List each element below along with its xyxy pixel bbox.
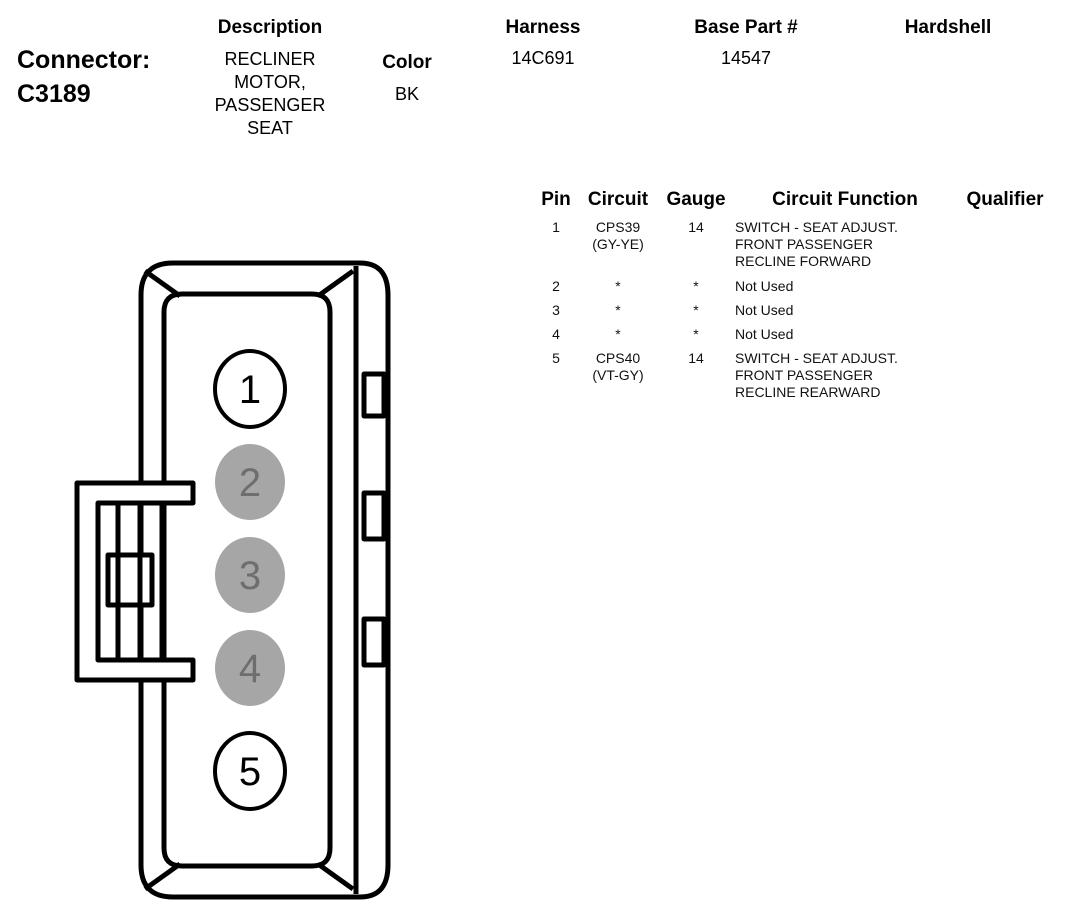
table-row-circuit: * (615, 302, 621, 318)
corner-chamfer (143, 861, 182, 892)
harness-label: Harness (505, 17, 581, 38)
circuit-color: (GY-YE) (592, 236, 644, 252)
table-row-gauge: * (693, 302, 699, 318)
harness-value: 14C691 (511, 48, 575, 68)
circuit-code: CPS40 (595, 350, 641, 366)
function-line: FRONT PASSENGER (735, 367, 873, 383)
pin-5-label: 5 (239, 750, 261, 794)
description-value: RECLINER MOTOR, PASSENGER SEAT (190, 48, 350, 140)
description-label: Description (217, 17, 323, 38)
pin-4-label: 4 (239, 647, 261, 691)
function-line: SWITCH - SEAT ADJUST. (735, 219, 898, 235)
col-header-circuit: Circuit (587, 189, 649, 210)
table-row-gauge: 14 (688, 219, 704, 235)
col-header-qualifier: Qualifier (966, 189, 1044, 210)
table-row-circuit: * (615, 278, 621, 294)
pin-1-label: 1 (239, 368, 261, 412)
connector-inner-face (161, 291, 333, 869)
pin-group: 1 2 3 4 5 (213, 349, 287, 811)
table-row-gauge: 14 (688, 350, 704, 366)
description-line: PASSENGER (214, 95, 326, 115)
base-part-label: Base Part # (694, 17, 798, 38)
table-row-gauge: * (693, 326, 699, 342)
side-tab (361, 371, 387, 419)
table-row-circuit: CPS39 (GY-YE) (580, 219, 656, 253)
description-line: RECLINER (224, 49, 316, 69)
pin-3-label: 3 (239, 554, 261, 598)
table-row-pin: 4 (552, 326, 560, 342)
corner-chamfer (316, 268, 355, 299)
pin-5-cavity (213, 731, 287, 811)
side-tab (361, 490, 387, 542)
function-line: RECLINE REARWARD (735, 384, 881, 400)
pin-1-cavity (213, 349, 287, 429)
connector-id: C3189 (17, 80, 91, 108)
corner-chamfer (316, 861, 355, 892)
connector-outer-shell (138, 260, 391, 900)
pin-2-label: 2 (239, 461, 261, 505)
function-line: SWITCH - SEAT ADJUST. (735, 350, 898, 366)
table-row-circuit: * (615, 326, 621, 342)
description-line: SEAT (247, 118, 293, 138)
table-row-gauge: * (693, 278, 699, 294)
col-header-gauge: Gauge (666, 189, 726, 210)
circuit-color: (VT-GY) (592, 367, 644, 383)
col-header-circuit-function: Circuit Function (772, 189, 918, 210)
table-row-pin: 1 (552, 219, 560, 235)
pin-3-cavity (215, 537, 285, 613)
hardshell-label: Hardshell (904, 17, 992, 38)
corner-chamfer (143, 268, 182, 299)
pin-2-cavity (215, 444, 285, 520)
latch-window (105, 552, 155, 608)
connector-label: Connector: (17, 46, 151, 74)
table-row-circuit: CPS40 (VT-GY) (580, 350, 656, 384)
table-row-function: Not Used (735, 302, 794, 318)
table-row-function: Not Used (735, 278, 794, 294)
table-row-pin: 3 (552, 302, 560, 318)
color-label: Color (382, 52, 432, 73)
col-header-pin: Pin (541, 189, 571, 210)
base-part-value: 14547 (720, 48, 772, 68)
pin-4-cavity (215, 630, 285, 706)
function-line: RECLINE FORWARD (735, 253, 872, 269)
circuit-code: CPS39 (595, 219, 641, 235)
table-row-pin: 2 (552, 278, 560, 294)
color-value: BK (394, 84, 419, 104)
table-row-function: SWITCH - SEAT ADJUST. FRONT PASSENGER RE… (735, 350, 955, 401)
table-row-pin: 5 (552, 350, 560, 366)
side-tab (361, 616, 387, 668)
function-line: FRONT PASSENGER (735, 236, 873, 252)
description-line: MOTOR, (234, 72, 306, 92)
table-row-function: SWITCH - SEAT ADJUST. FRONT PASSENGER RE… (735, 219, 955, 270)
table-row-function: Not Used (735, 326, 794, 342)
